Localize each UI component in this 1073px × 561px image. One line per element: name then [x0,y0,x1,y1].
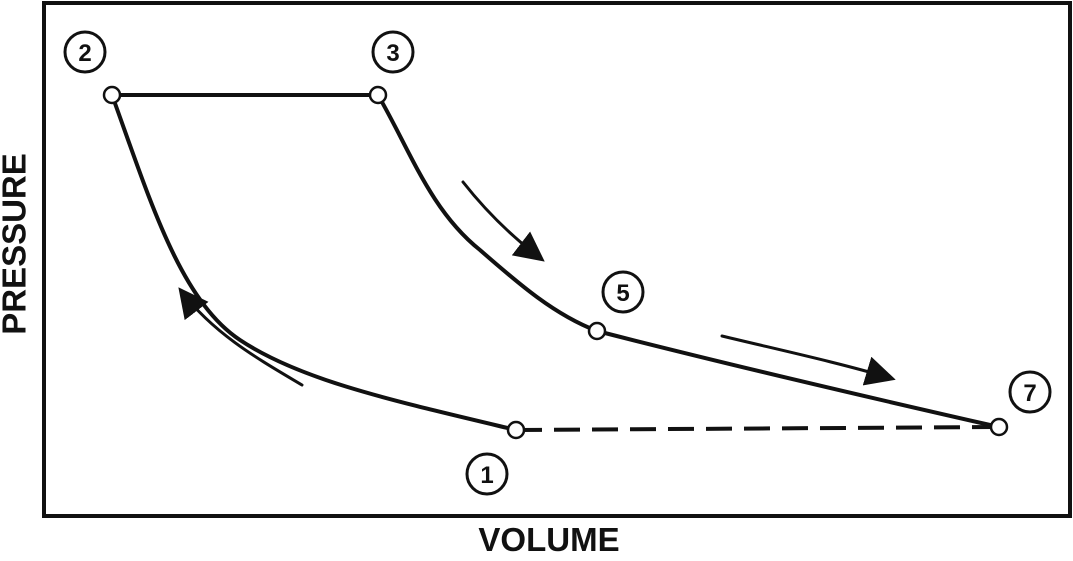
state-point-3 [368,85,388,105]
state-point-5 [587,321,607,341]
state-point-2 [102,85,122,105]
direction-arrow-compression [178,287,304,387]
x-axis-label: VOLUME [478,521,619,558]
state-point-7 [989,417,1009,437]
y-axis-label: PRESSURE [0,153,33,335]
state-point-1 [506,420,526,440]
svg-text:1: 1 [480,462,493,489]
path-1-to-2 [110,93,518,432]
plot-frame [42,1,1072,518]
point-label-7: 7 [1008,370,1052,414]
direction-arrow-expansion-2 [720,334,896,386]
point-label-5: 5 [601,270,645,314]
point-label-1: 1 [465,452,509,496]
path-7-to-1 [515,425,1000,432]
path-3-to-5 [376,93,599,333]
path-5-to-7 [595,329,1001,429]
svg-text:2: 2 [78,40,91,67]
point-label-3: 3 [371,30,415,74]
svg-text:3: 3 [386,40,399,67]
svg-text:7: 7 [1023,380,1036,407]
direction-arrow-expansion [461,180,545,262]
svg-text:5: 5 [616,280,629,307]
point-label-2: 2 [63,30,107,74]
